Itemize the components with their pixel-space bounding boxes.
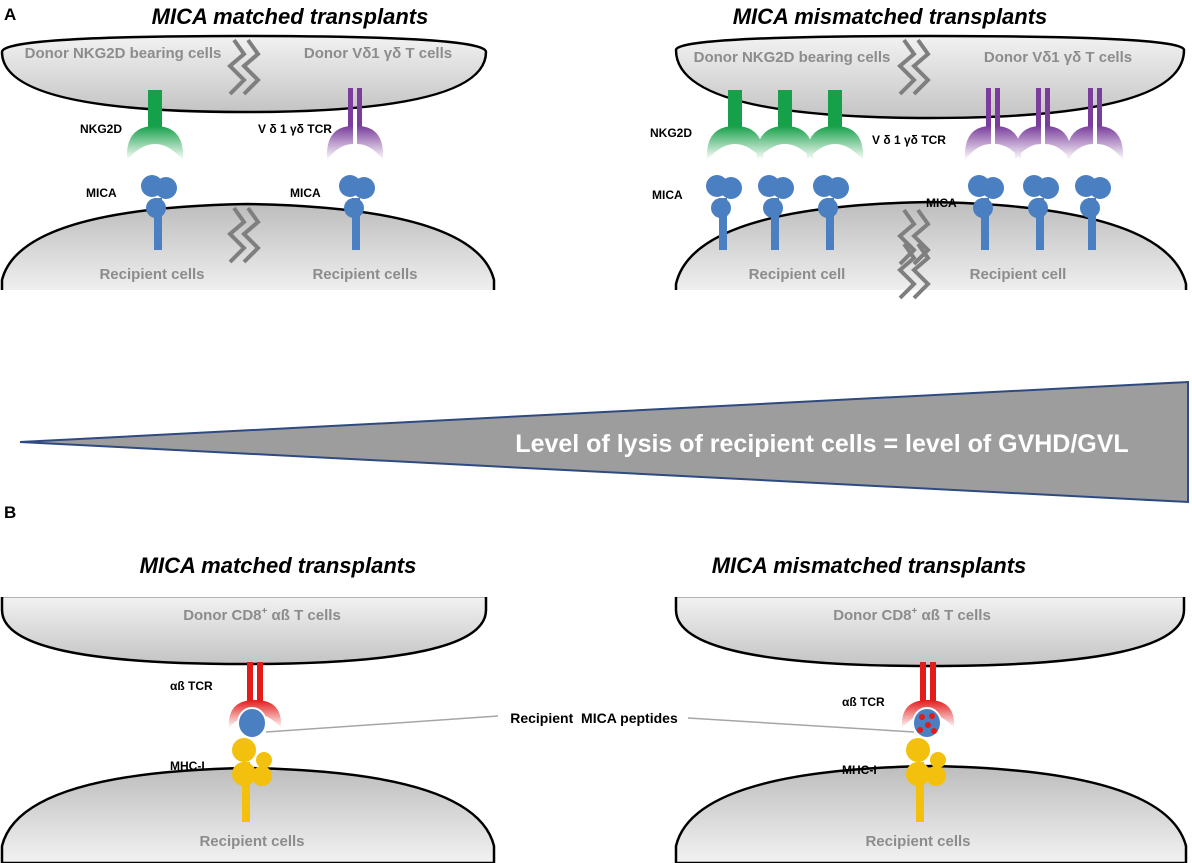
panel-b-matched: MICA matched transplants Donor CD8+ αß T… (0, 553, 500, 863)
recipient-cells-label: Recipient cells (199, 833, 304, 850)
panel-a-mismatched: MICA mismatched transplants Donor NKG2D … (650, 4, 1192, 300)
mica-label: MICA (652, 188, 683, 202)
mhc-i-label: MHC-I (842, 763, 877, 777)
mica-label: MICA (926, 196, 957, 210)
peptide-dot (917, 727, 923, 733)
panel-a-mismatched-title: MICA mismatched transplants (733, 4, 1048, 29)
peptide-dot (929, 713, 935, 719)
panel-a-matched-title: MICA matched transplants (152, 4, 429, 29)
mica-peptide (237, 707, 267, 739)
donor-vd1-label: Donor Vδ1 γδ T cells (984, 49, 1132, 66)
mica-label: MICA (86, 186, 117, 200)
donor-nk-label: Donor NKG2D bearing cells (25, 45, 222, 62)
peptide-dot (931, 728, 937, 734)
recipient-cells-label: Recipient cells (99, 266, 204, 283)
wedge-text: Level of lysis of recipient cells = leve… (515, 430, 1128, 458)
wedge-shape (19, 380, 1189, 504)
donor-cd8-label: Donor CD8+ αß T cells (183, 606, 341, 624)
recipient-cell-label: Recipient cell (749, 266, 846, 283)
recipient-cells-label: Recipient cells (865, 833, 970, 850)
nkg2d-label: NKG2D (80, 122, 122, 136)
mica-label: MICA (290, 186, 321, 200)
donor-cd8-label: Donor CD8+ αß T cells (833, 606, 991, 624)
ab-tcr-label: αß TCR (170, 679, 213, 693)
ab-tcr-label: αß TCR (842, 695, 885, 709)
callout-line-right (687, 717, 915, 733)
panel-b-mismatched: MICA mismatched transplants Donor CD8+ α… (670, 553, 1192, 863)
panel-a-label: A (4, 5, 16, 24)
vd1-tcr-label: V δ 1 γδ TCR (258, 122, 332, 136)
recipient-cells-label: Recipient cells (312, 266, 417, 283)
recipient-cell-membrane (674, 200, 1188, 298)
peptides-callout: Recipient MICA peptides (265, 710, 915, 733)
donor-cell-membrane (0, 34, 488, 114)
donor-nk-label: Donor NKG2D bearing cells (694, 49, 891, 66)
donor-cell-membrane (0, 594, 488, 666)
recipient-mica-peptides-label: Recipient MICA peptides (510, 710, 678, 726)
callout-line-left (265, 715, 499, 733)
panel-a-matched: MICA matched transplants Donor NKG2D bea… (0, 4, 500, 300)
recipient-cell-membrane (674, 764, 1188, 863)
lysis-gradient-wedge: Level of lysis of recipient cells = leve… (19, 380, 1189, 504)
panel-b-mismatched-title: MICA mismatched transplants (712, 553, 1027, 578)
panel-b-label: B (4, 503, 16, 522)
peptide-dot (919, 714, 925, 720)
donor-vd1-label: Donor Vδ1 γδ T cells (304, 45, 452, 62)
peptide-dot (925, 722, 931, 728)
panel-b-matched-title: MICA matched transplants (140, 553, 417, 578)
mhc-i-label: MHC-I (170, 759, 205, 773)
nkg2d-label: NKG2D (650, 126, 692, 140)
recipient-cell-label: Recipient cell (970, 266, 1067, 283)
recipient-cell-membrane (0, 202, 496, 298)
vd1-tcr-label: V δ 1 γδ TCR (872, 133, 946, 147)
